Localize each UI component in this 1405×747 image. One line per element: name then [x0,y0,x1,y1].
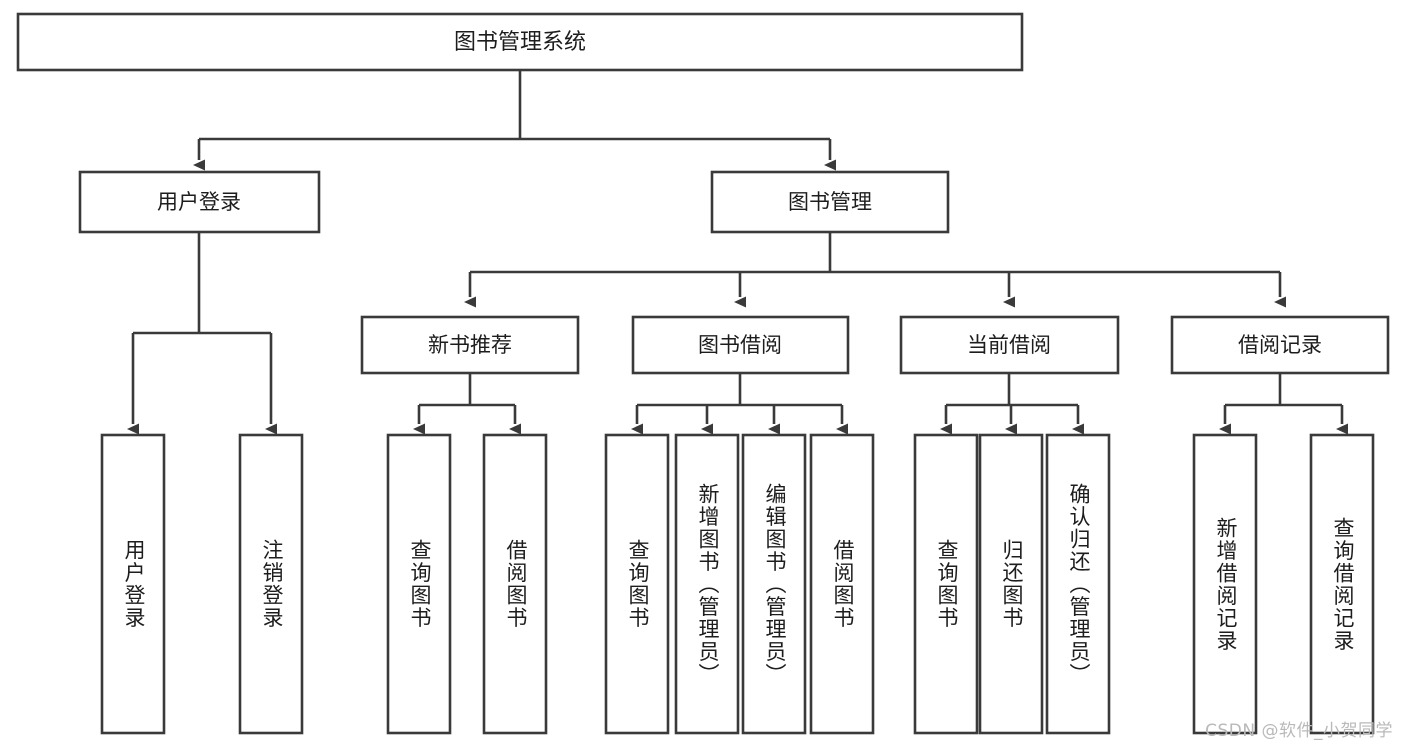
node-book-manage-label: 图书管理 [788,190,872,214]
leaf-borrow-record-2[interactable] [1309,433,1375,735]
node-new-book-recommend-label: 新书推荐 [428,333,512,357]
node-borrow-record-label: 借阅记录 [1238,333,1322,357]
leaf-book-borrow-2[interactable] [674,433,740,735]
leaf-user-login-2[interactable] [238,433,304,735]
node-book-borrow[interactable] [631,315,850,375]
node-user-login[interactable] [78,170,321,234]
leaf-borrow-record-1[interactable] [1192,433,1258,735]
leaf-current-borrow-2[interactable] [978,433,1044,735]
leaf-book-borrow-1[interactable] [604,433,670,735]
leaf-new-book-1[interactable] [386,433,452,735]
node-new-book-recommend[interactable] [360,315,580,375]
leaf-book-borrow-3[interactable] [741,433,807,735]
watermark: CSDN @软件_小贺同学 [1205,721,1393,741]
leaf-user-login-1[interactable] [100,433,166,735]
node-current-borrow[interactable] [899,315,1120,375]
node-book-manage[interactable] [710,170,950,234]
node-current-borrow-label: 当前借阅 [967,333,1051,357]
leaf-new-book-2[interactable] [482,433,548,735]
node-root-label: 图书管理系统 [454,30,586,55]
node-book-borrow-label: 图书借阅 [698,333,782,357]
leaf-book-borrow-4[interactable] [809,433,875,735]
leaf-current-borrow-1[interactable] [913,433,979,735]
node-root[interactable] [16,12,1024,72]
node-user-login-label: 用户登录 [157,190,241,214]
leaf-current-borrow-3[interactable] [1045,433,1111,735]
node-borrow-record[interactable] [1170,315,1390,375]
